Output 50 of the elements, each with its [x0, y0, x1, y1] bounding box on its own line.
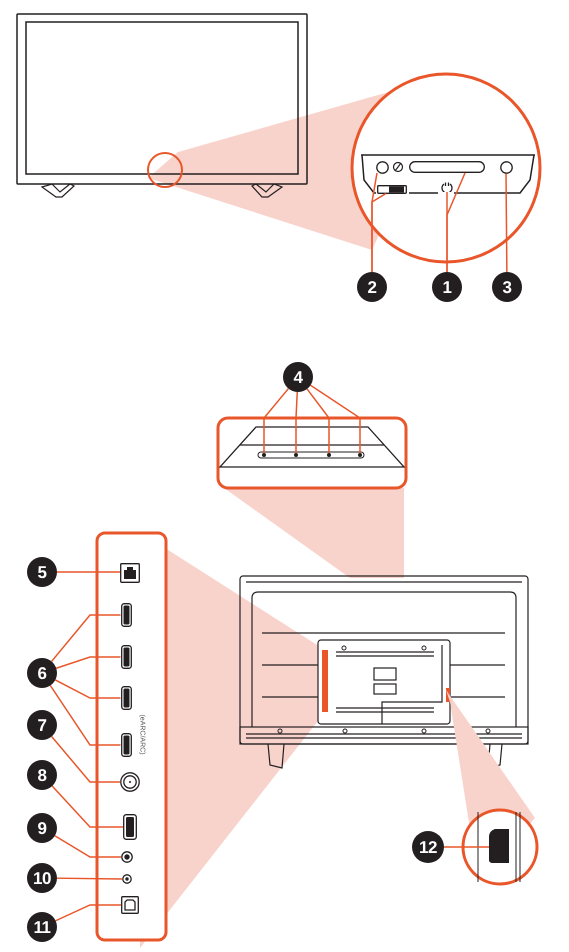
leader-line: [55, 904, 121, 922]
callout-number: 7: [27, 710, 57, 740]
coax-port: [120, 772, 140, 792]
leader-line: [57, 571, 120, 573]
round-button: [376, 160, 388, 174]
screw-hole: [294, 453, 298, 457]
callout-number: 4: [283, 362, 313, 392]
hdmi-port: [120, 686, 132, 710]
callout-number: 2: [357, 272, 387, 302]
optical-port: [121, 896, 139, 914]
sensor-slot: [409, 161, 485, 173]
leader-line: [371, 192, 386, 272]
leader-line: [51, 736, 120, 783]
screw-hole: [327, 453, 331, 457]
callout-number: 1: [432, 272, 462, 302]
usb-port: [123, 814, 137, 840]
side-port: [489, 829, 509, 863]
leader-line: [50, 685, 120, 746]
callout-number: 9: [27, 813, 57, 843]
leader-line: [54, 835, 121, 858]
hdmi-port: [120, 603, 132, 627]
hdmi-port: [120, 645, 132, 669]
callout-number: 10: [27, 863, 57, 893]
callout-number: 6: [27, 658, 57, 688]
round-button: [500, 160, 512, 174]
leader-line: [52, 786, 123, 828]
leader-line: [446, 192, 448, 272]
ethernet-port: [120, 563, 140, 583]
leader-line: [263, 388, 289, 453]
leader-line: [306, 388, 330, 453]
leader-line: [56, 656, 120, 669]
leader-line: [505, 174, 508, 272]
leader-line: [444, 846, 489, 848]
audio-jack: [122, 874, 132, 884]
toggle-switch: [377, 184, 407, 194]
leader-line: [54, 679, 120, 699]
callout-number: 5: [27, 557, 57, 587]
callout-number: 8: [27, 760, 57, 790]
screw-hole: [358, 453, 362, 457]
power-icon: [440, 182, 454, 192]
screw-hole: [262, 453, 266, 457]
leader-line: [56, 877, 122, 880]
callout-number: 12: [412, 831, 444, 863]
hdmi-port: [120, 733, 132, 757]
callout-number: 11: [27, 912, 57, 942]
callout-number: 3: [492, 272, 522, 302]
leader-line: [295, 392, 298, 453]
audio-jack: [121, 851, 133, 863]
leader-line: [310, 384, 361, 453]
leader-line: [50, 614, 120, 662]
